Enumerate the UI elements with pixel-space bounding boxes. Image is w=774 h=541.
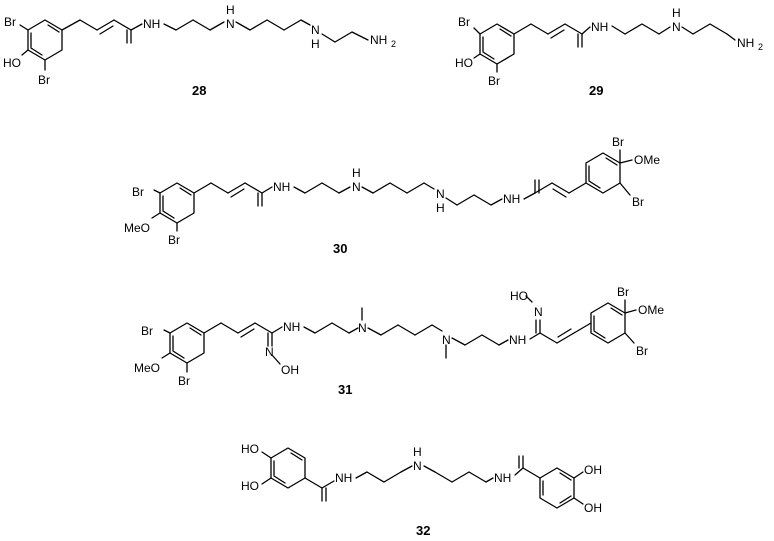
bromine-label: Br <box>617 285 629 299</box>
compound-number: 32 <box>416 523 430 538</box>
amine-n-label: N <box>436 187 445 201</box>
oxime-ho-label: HO <box>510 289 528 303</box>
compound-number: 28 <box>192 83 206 98</box>
compound-31-bonds <box>161 295 637 373</box>
primary-amine-subscript: 2 <box>391 39 396 49</box>
hydroxyl-label: HO <box>455 56 473 70</box>
amidine-nh-label: NH <box>509 333 526 347</box>
methoxy-label: OMe <box>634 153 660 167</box>
compound-30-bonds <box>151 149 633 232</box>
hydroxyl-label: HO <box>241 479 259 493</box>
amide-nh-label: NH <box>143 17 160 31</box>
bromine-label: Br <box>612 135 624 149</box>
n-methyl-amine-label: N <box>442 333 451 347</box>
bromine-label: Br <box>132 185 144 199</box>
compound-number: 30 <box>333 241 347 256</box>
amide-nh-label: NH <box>273 180 290 194</box>
amide-nh-label: NH <box>335 471 352 485</box>
compound-30: Br MeO Br NH N H N H NH Br OMe Br 30 <box>124 135 660 256</box>
compound-29-bonds <box>473 23 736 73</box>
methoxy-label: OMe <box>638 303 664 317</box>
amine-n-label: N <box>352 180 361 194</box>
primary-amine-label: NH <box>737 36 754 50</box>
n-methyl-amine-label: N <box>358 321 367 335</box>
primary-amine-label: NH <box>370 33 387 47</box>
hydroxyl-label: HO <box>241 442 259 456</box>
amine-h-label: H <box>413 445 422 459</box>
amine-h-label: H <box>672 6 681 20</box>
methoxy-label: MeO <box>124 221 150 235</box>
amine-n-label: N <box>672 20 681 34</box>
bromine-label: Br <box>488 74 500 88</box>
bromine-label: Br <box>4 15 16 29</box>
amide-nh-label: NH <box>503 192 520 206</box>
amide-nh-label: NH <box>283 320 300 334</box>
compound-number: 29 <box>589 83 603 98</box>
primary-amine-subscript: 2 <box>758 42 763 52</box>
bromine-label: Br <box>632 195 644 209</box>
oxime-oh-label: OH <box>281 363 299 377</box>
bromine-label: Br <box>38 73 50 87</box>
compound-32: HO HO NH N H NH OH OH 32 <box>241 442 602 538</box>
oxime-n-label: N <box>265 345 274 359</box>
amide-nh-label: NH <box>494 471 511 485</box>
amine-n-label: N <box>413 459 422 473</box>
bromine-label: Br <box>168 233 180 247</box>
amine-h-label: H <box>352 166 361 180</box>
compound-31: Br MeO Br N OH NH N N NH HO N Br OMe Br … <box>134 285 664 397</box>
bromine-label: Br <box>636 344 648 358</box>
bromine-label: Br <box>458 15 470 29</box>
amine-h-label: H <box>436 201 445 215</box>
amine-h-label: H <box>226 3 235 17</box>
hydroxyl-label: HO <box>3 56 21 70</box>
compound-32-bonds <box>261 447 584 509</box>
compound-number: 31 <box>338 382 352 397</box>
amine-n-label: N <box>226 17 235 31</box>
compound-29: Br HO Br NH N H NH 2 29 <box>455 6 763 98</box>
amine-n-label: N <box>311 23 320 37</box>
amide-nh-label: NH <box>591 20 608 34</box>
compound-28: Br HO Br NH N H N H NH 2 28 <box>3 3 396 98</box>
hydroxyl-label: OH <box>584 463 602 477</box>
amine-h-label: H <box>311 37 320 51</box>
compound-28-bonds <box>19 19 369 71</box>
bromine-label: Br <box>141 324 153 338</box>
methoxy-label: MeO <box>134 361 160 375</box>
hydroxyl-label: OH <box>584 501 602 515</box>
bromine-label: Br <box>178 374 190 388</box>
oxime-n-label: N <box>534 305 543 319</box>
